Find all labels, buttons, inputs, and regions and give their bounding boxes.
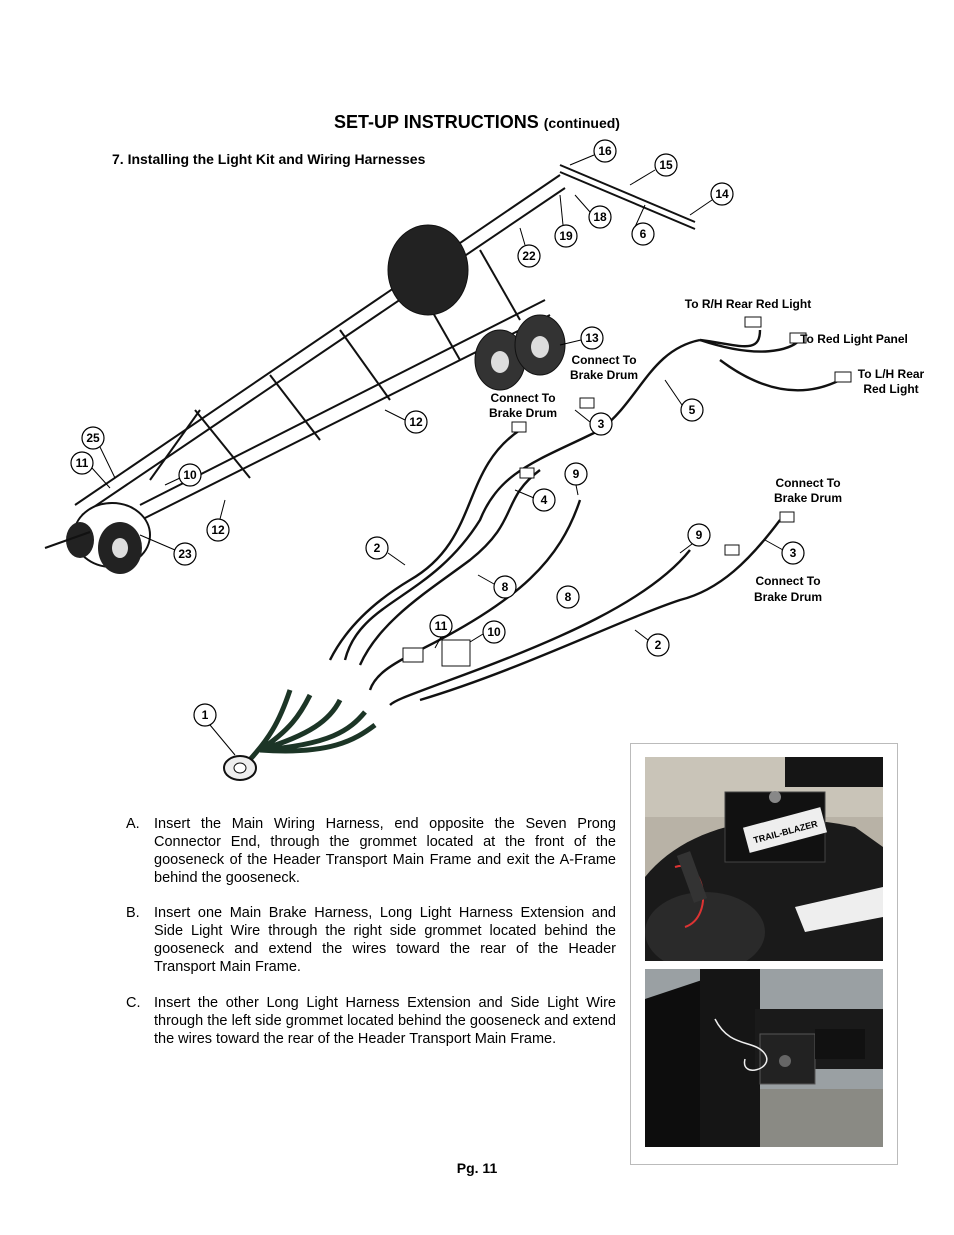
svg-text:8: 8: [502, 580, 509, 594]
svg-text:18: 18: [593, 210, 607, 224]
callout-8a: 8: [493, 575, 517, 599]
callout-15: 15: [654, 153, 678, 177]
instruction-a-text: Insert the Main Wiring Harness, end oppo…: [154, 816, 616, 886]
callout-25: 25: [81, 426, 105, 450]
callout-3a: 3: [589, 412, 613, 436]
callout-14: 14: [710, 182, 734, 206]
callout-3b: 3: [781, 541, 805, 565]
svg-text:14: 14: [715, 187, 729, 201]
svg-text:12: 12: [409, 415, 423, 429]
svg-text:9: 9: [573, 467, 580, 481]
svg-text:23: 23: [178, 547, 192, 561]
svg-text:11: 11: [76, 456, 89, 470]
callout-8b: 8: [556, 585, 580, 609]
label-brake-c-2: Brake Drum: [774, 491, 842, 505]
callout-23: 23: [173, 542, 197, 566]
photo-panel: TRAIL-BLAZER: [630, 743, 898, 1165]
svg-text:8: 8: [565, 590, 572, 604]
svg-text:1: 1: [202, 708, 209, 722]
callout-12b: 12: [206, 518, 230, 542]
svg-text:5: 5: [689, 403, 696, 417]
callout-5: 5: [680, 398, 704, 422]
instruction-a-letter: A.: [126, 816, 140, 832]
callout-16: 16: [593, 139, 617, 163]
callout-12a: 12: [404, 410, 428, 434]
label-brake-b-2: Brake Drum: [489, 406, 557, 420]
instruction-a: A. Insert the Main Wiring Harness, end o…: [126, 815, 616, 887]
page-number: Pg. 11: [456, 1160, 498, 1176]
label-red-panel: To Red Light Panel: [800, 332, 908, 346]
callout-22: 22: [517, 244, 541, 268]
callout-19: 19: [554, 224, 578, 248]
instruction-b-text: Insert one Main Brake Harness, Long Ligh…: [154, 905, 616, 975]
svg-text:13: 13: [585, 331, 599, 345]
callout-9a: 9: [564, 462, 588, 486]
label-lh-rear-2: Red Light: [863, 382, 918, 396]
svg-text:2: 2: [374, 541, 381, 555]
svg-text:12: 12: [211, 523, 225, 537]
svg-text:25: 25: [86, 431, 100, 445]
svg-text:10: 10: [487, 625, 501, 639]
wiring-diagram: 16 15 14 18 6 19 22 13 3 5 12 25 11 10 9…: [44, 139, 925, 781]
label-lh-rear-1: To L/H Rear: [858, 367, 925, 381]
label-brake-c-1: Connect To: [775, 476, 840, 490]
svg-text:22: 22: [522, 249, 536, 263]
instruction-b: B. Insert one Main Brake Harness, Long L…: [126, 904, 616, 976]
callout-4: 4: [532, 488, 556, 512]
callout-18: 18: [588, 205, 612, 229]
svg-text:6: 6: [640, 227, 647, 241]
instruction-c: C. Insert the other Long Light Harness E…: [126, 994, 616, 1048]
wiring-harness: [223, 316, 852, 781]
label-brake-d-1: Connect To: [755, 574, 820, 588]
label-brake-d-2: Brake Drum: [754, 590, 822, 604]
instruction-c-text: Insert the other Long Light Harness Exte…: [154, 995, 616, 1047]
title-main: SET-UP INSTRUCTIONS: [334, 112, 539, 132]
label-brake-b-1: Connect To: [490, 391, 555, 405]
instruction-c-letter: C.: [126, 995, 141, 1011]
photo-bottom: [645, 969, 883, 1147]
svg-text:3: 3: [598, 417, 605, 431]
label-rh-rear: To R/H Rear Red Light: [685, 297, 811, 311]
photo-top: TRAIL-BLAZER: [645, 757, 883, 961]
callout-2b: 2: [646, 633, 670, 657]
svg-text:9: 9: [696, 528, 703, 542]
section-heading: 7. Installing the Light Kit and Wiring H…: [112, 151, 426, 167]
page-title: SET-UP INSTRUCTIONS (continued): [0, 112, 954, 133]
callout-9b: 9: [687, 523, 711, 547]
svg-text:2: 2: [655, 638, 662, 652]
callout-2a: 2: [365, 536, 389, 560]
label-brake-a-2: Brake Drum: [570, 368, 638, 382]
callout-6: 6: [631, 222, 655, 246]
title-continued: (continued): [543, 115, 620, 131]
callout-11a: 11: [70, 451, 94, 475]
svg-text:4: 4: [541, 493, 548, 507]
callout-10b: 10: [482, 620, 506, 644]
svg-text:10: 10: [183, 468, 197, 482]
svg-text:15: 15: [659, 158, 673, 172]
callout-10a: 10: [178, 463, 202, 487]
callout-1: 1: [193, 703, 217, 727]
callout-11b: 11: [429, 614, 453, 638]
instruction-b-letter: B.: [126, 905, 140, 921]
trailer-frame: [44, 164, 696, 574]
callout-13: 13: [580, 326, 604, 350]
svg-text:16: 16: [598, 144, 612, 158]
label-brake-a-1: Connect To: [571, 353, 636, 367]
svg-text:3: 3: [790, 546, 797, 560]
leader-lines: [91, 154, 784, 756]
svg-text:19: 19: [559, 229, 573, 243]
svg-text:11: 11: [435, 619, 448, 633]
